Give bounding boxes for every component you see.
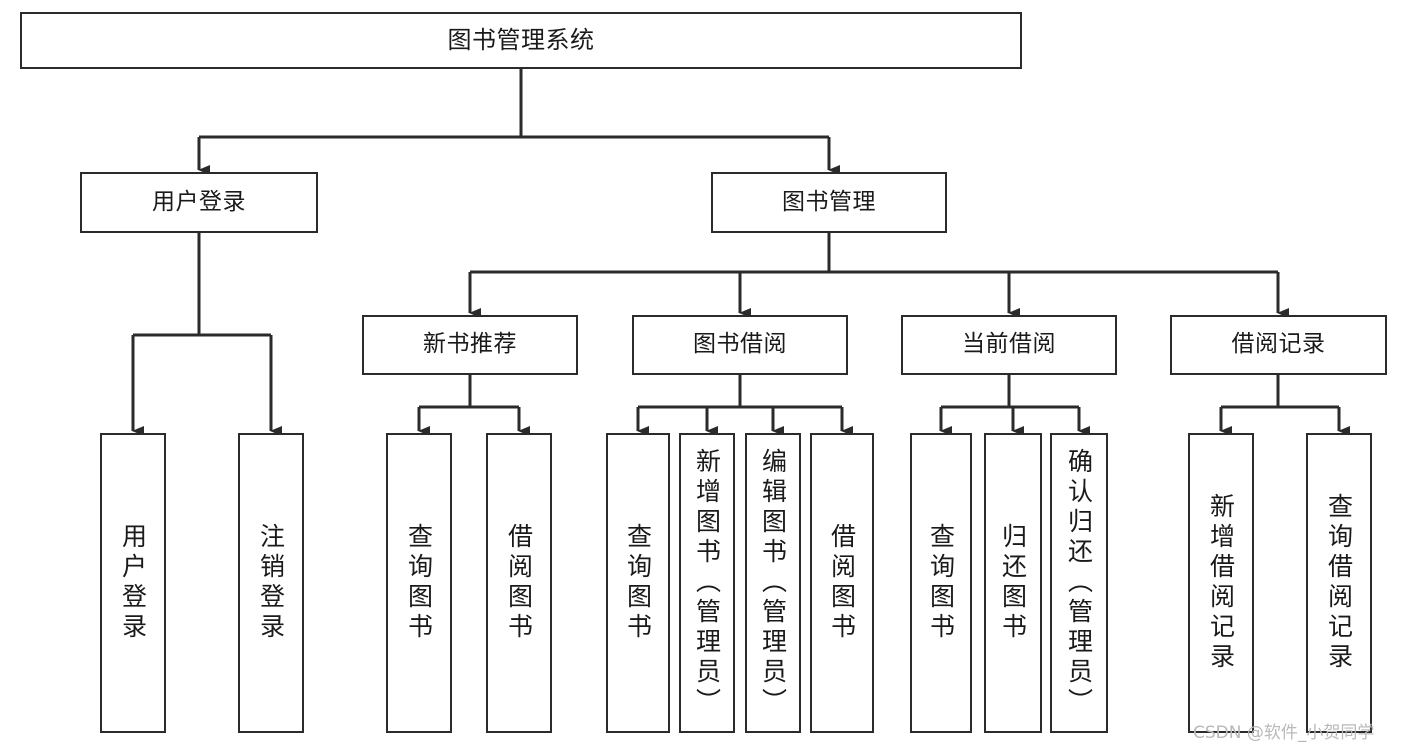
leaf-node-9[interactable]: 归还图书 [984,433,1042,733]
level3-node-2[interactable]: 当前借阅 [901,315,1117,375]
csdn-watermark: CSDN @软件_小贺同学 [1193,723,1375,743]
node-label: 借阅图书 [827,523,857,643]
leaf-node-5[interactable]: 新增图书（管理员） [679,433,735,733]
root-node-book-management-system[interactable]: 图书管理系统 [20,12,1022,69]
level2-node-1[interactable]: 图书管理 [711,172,947,233]
node-label: 借阅记录 [1231,331,1326,358]
node-label: 图书管理 [782,188,876,215]
leaf-node-11[interactable]: 新增借阅记录 [1188,433,1254,733]
node-label: 注销登录 [256,523,286,643]
node-label: 借阅图书 [504,523,534,643]
leaf-node-3[interactable]: 借阅图书 [486,433,552,733]
leaf-node-1[interactable]: 注销登录 [238,433,304,733]
leaf-node-4[interactable]: 查询图书 [606,433,670,733]
node-label: 新增图书（管理员） [692,448,722,718]
node-label: 用户登录 [152,188,246,215]
leaf-node-2[interactable]: 查询图书 [386,433,452,733]
leaf-node-0[interactable]: 用户登录 [100,433,166,733]
level3-node-3[interactable]: 借阅记录 [1170,315,1387,375]
node-label: 查询借阅记录 [1324,493,1354,673]
level3-node-0[interactable]: 新书推荐 [362,315,578,375]
leaf-node-12[interactable]: 查询借阅记录 [1306,433,1372,733]
node-label: 新书推荐 [423,331,517,358]
node-label: 查询图书 [404,523,434,643]
level2-node-0[interactable]: 用户登录 [80,172,318,233]
level3-node-1[interactable]: 图书借阅 [632,315,848,375]
leaf-node-6[interactable]: 编辑图书（管理员） [745,433,801,733]
leaf-node-10[interactable]: 确认归还（管理员） [1050,433,1108,733]
node-label: 查询图书 [926,523,956,643]
leaf-node-8[interactable]: 查询图书 [910,433,972,733]
node-label: 图书借阅 [693,331,787,358]
leaf-node-7[interactable]: 借阅图书 [810,433,874,733]
node-label: 归还图书 [998,523,1028,643]
node-label: 图书管理系统 [447,26,595,55]
node-label: 确认归还（管理员） [1064,448,1094,718]
node-label: 新增借阅记录 [1206,493,1236,673]
node-label: 当前借阅 [962,331,1056,358]
node-label: 编辑图书（管理员） [758,448,788,718]
node-label: 用户登录 [118,523,148,643]
node-label: 查询图书 [623,523,653,643]
